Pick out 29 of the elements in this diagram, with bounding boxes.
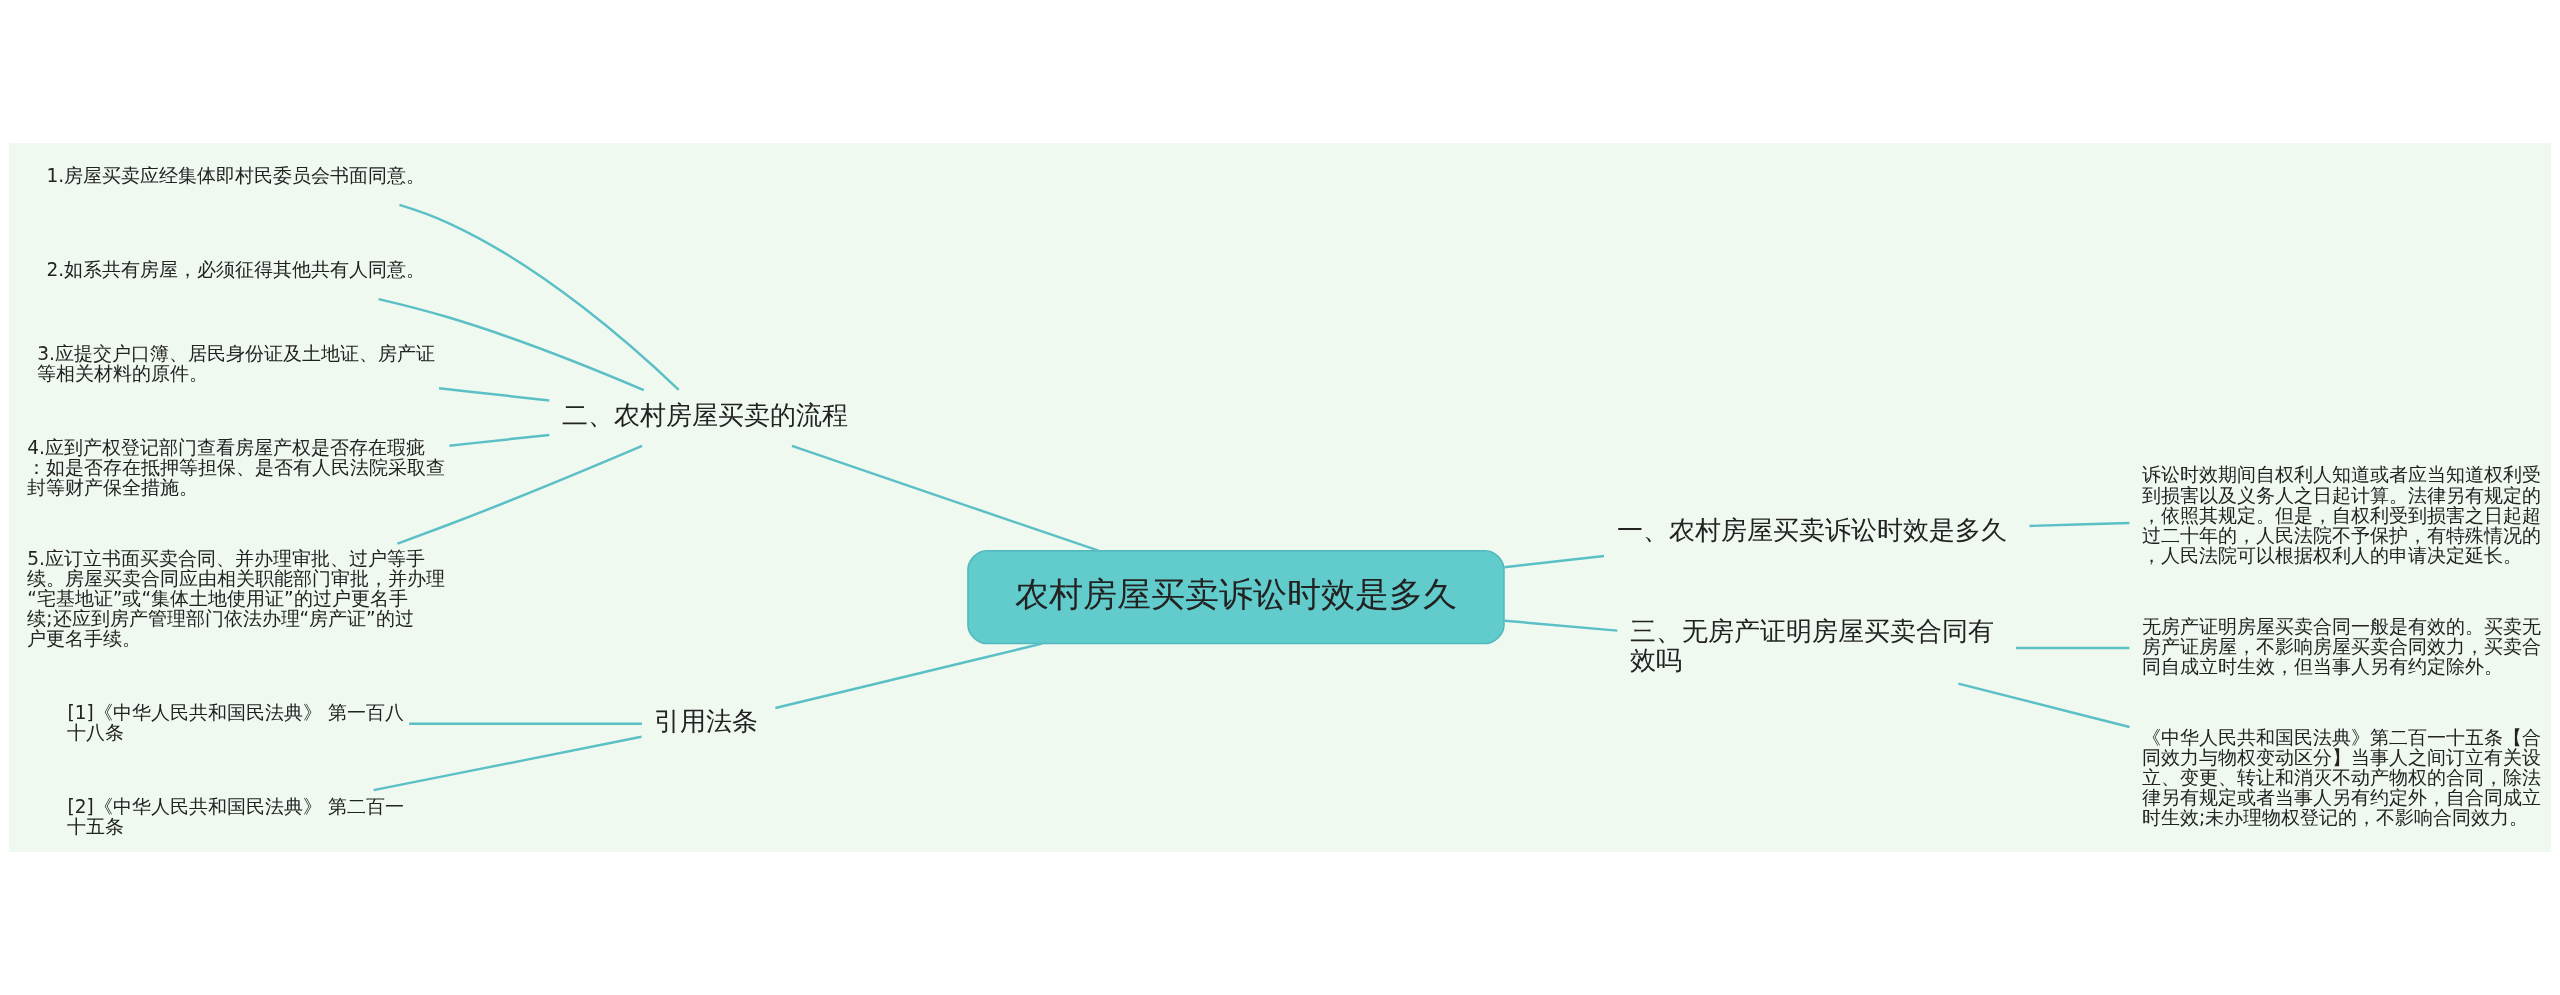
connector bbox=[449, 433, 550, 447]
node-text: 3.应提交户口簿、居民身份证及土地证、房产证等相关材料的原件。 bbox=[37, 343, 435, 385]
connector bbox=[399, 203, 680, 391]
connector bbox=[1958, 682, 2130, 729]
connector bbox=[1504, 619, 1618, 632]
node-text: 诉讼时效期间自权利人知道或者应当知道权利受到损害以及义务人之日起计算。法律另有规定的，依照其规定。但是，自权利受到损害之日起超过二十年的，人民法院不予保护，有特殊情况的，人民法院可以根据权利人的申请决定延长。 bbox=[2141, 464, 2541, 566]
node-text: 引用法条 bbox=[654, 706, 759, 737]
connector bbox=[2029, 521, 2130, 528]
node-text: [2]《中华人民共和国民法典》 第二百一十五条 bbox=[67, 795, 404, 837]
connector bbox=[378, 297, 645, 392]
node-text: 1.房屋买卖应经集体即村民委员会书面同意。 bbox=[46, 164, 426, 186]
connector bbox=[396, 444, 643, 545]
node-text: 无房产证明房屋买卖合同一般是有效的。买卖无房产证房屋，不影响房屋买卖合同效力，买卖合同自成立时生效，但当事人另有约定除外。 bbox=[2141, 615, 2541, 677]
node-text: 5.应订立书面买卖合同、并办理审批、过户等手续。房屋买卖合同应由相关职能部门审批，并办理“宅基地证”或“集体土地使用证”的过户更名手续;还应到房产管理部门依法办理“房产证”的过户更名手续。 bbox=[27, 547, 446, 650]
connector bbox=[373, 735, 642, 792]
node-box: 农村房屋买卖诉讼时效是多久 bbox=[967, 550, 1505, 645]
node-text: 三、无房产证明房屋买卖合同有效吗 bbox=[1629, 615, 1994, 676]
connector bbox=[775, 642, 1043, 710]
node-text: 一、农村房屋买卖诉讼时效是多久 bbox=[1616, 514, 2007, 545]
node-text: [1]《中华人民共和国民法典》 第一百八十八条 bbox=[67, 701, 404, 743]
connector bbox=[791, 444, 1099, 552]
node-text: 二、农村房屋买卖的流程 bbox=[561, 400, 848, 431]
node-text: 2.如系共有房屋，必须征得其他共有人同意。 bbox=[46, 259, 426, 280]
connector bbox=[409, 722, 642, 726]
connector bbox=[1504, 554, 1605, 569]
connector bbox=[2016, 646, 2130, 650]
connector bbox=[438, 387, 550, 402]
node-text: 《中华人民共和国民法典》第二百一十五条【合同效力与物权变动区分】当事人之间订立有关设立、变更、转让和消灭不动产物权的合同，除法律另有规定或者当事人另有约定外，自合同成立时生效;未办理物权登记的，不影响合同效力。 bbox=[2141, 727, 2541, 829]
node-text: 4.应到产权登记部门查看房屋产权是否存在瑕疵：如是否存在抵押等担保、是否有人民法院采取查封等财产保全措施。 bbox=[27, 436, 446, 498]
